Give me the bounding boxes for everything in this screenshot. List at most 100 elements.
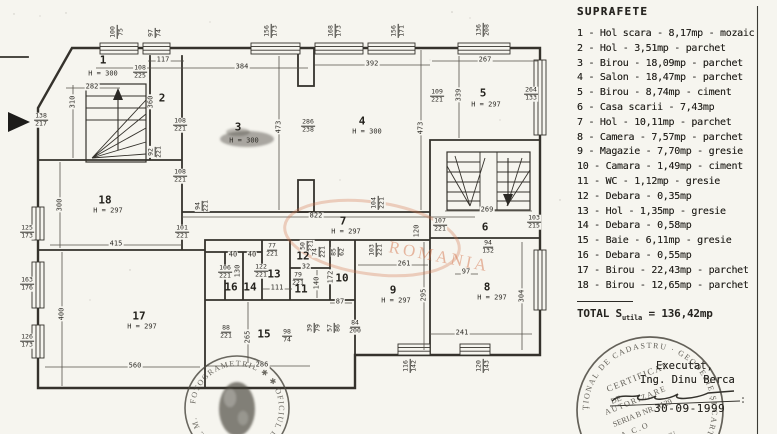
dimension-label: 473 — [416, 120, 425, 136]
room-list-item: 7 - Hol - 10,11mp - parchet — [577, 116, 732, 128]
room-height-label: H = 297 — [381, 296, 411, 305]
room-number: 10 — [335, 271, 349, 285]
scan-speckles — [13, 11, 561, 301]
room-height-label: H = 300 — [88, 69, 118, 78]
room-list-item: 12 - Debara - 0,35mp — [577, 190, 692, 202]
dimension-label: 269 — [479, 205, 495, 214]
room-list-item: 16 - Debara - 0,55mp — [577, 249, 692, 261]
dimension-label: 304 — [517, 288, 526, 304]
room-number: 12 — [296, 249, 310, 263]
entrance-arrow-icon — [8, 112, 30, 132]
stamp-line: DINU — [658, 430, 677, 434]
room-number: 8 — [483, 280, 491, 294]
room-height-label: H = 297 — [127, 322, 157, 331]
dimension-label: 473 — [274, 119, 283, 135]
room-list-item: 13 - Hol - 1,35mp - gresie — [577, 205, 726, 217]
room-list-item: 2 - Hol - 3,51mp - parchet — [577, 42, 726, 54]
room-list-item: 15 - Baie - 6,11mp - gresie — [577, 235, 732, 247]
dimension-label: 40 — [246, 250, 258, 259]
dimension-label: 241 — [454, 328, 470, 337]
room-number: 5 — [479, 86, 487, 100]
room-number: 16 — [224, 280, 238, 294]
room-number: 2 — [158, 91, 166, 105]
dimension-label: 261 — [396, 259, 412, 268]
room-list-item: 5 - Birou - 8,74mp - ciment — [577, 87, 732, 99]
windows — [31, 42, 547, 359]
room-number: 15 — [257, 327, 271, 341]
dimension-label: 310 — [68, 94, 77, 110]
room-list-item: 10 - Camara - 1,49mp - ciment — [577, 161, 743, 173]
room-number: 14 — [243, 280, 257, 294]
room-list-item: 9 - Magazie - 7,70mp - gresie — [577, 146, 743, 158]
dimension-label: 172 — [326, 269, 335, 285]
room-number: 3 — [234, 120, 242, 134]
room-height-label: H = 297 — [93, 206, 123, 215]
room-number: 13 — [267, 267, 281, 281]
dimension-label: 87 — [334, 297, 346, 306]
executed-by-label: Executat, — [656, 360, 713, 372]
room-list: 1 - Hol scara - 8,17mp - mozaic 2 - Hol -… — [577, 27, 763, 293]
engineer-name: Ing. Dinu Berca — [640, 374, 735, 386]
room-list-item: 1 - Hol scara - 8,17mp - mozaic — [577, 28, 755, 39]
dimension-label: 117 — [155, 55, 171, 64]
room-number: 1 — [99, 53, 107, 67]
total-subscript: utila — [621, 314, 643, 323]
total-label: TOTAL S — [577, 307, 622, 321]
dimension-label: 400 — [57, 306, 66, 322]
room-number: 9 — [389, 283, 397, 297]
dimension-label: 111 — [269, 283, 285, 292]
total-value: = 136,42mp — [642, 307, 713, 321]
room-number: 4 — [358, 114, 366, 128]
room-list-item: 14 - Debara - 0,58mp — [577, 220, 692, 232]
room-list-item: 6 - Casa scarii - 7,43mp — [577, 101, 715, 113]
room-height-label: H = 297 — [471, 100, 501, 109]
dimension-label: 384 — [234, 62, 250, 71]
dimension-label: 130 — [233, 263, 242, 279]
signature-scribble — [609, 390, 744, 407]
dimension-label: 97 — [460, 267, 472, 276]
legend-panel: SUPRAFETE 1 - Hol scara - 8,17mp - mozai… — [577, 5, 763, 323]
dimension-label: 40 — [227, 250, 239, 259]
dimension-label: 822 — [308, 211, 324, 220]
dimension-label: 32 — [300, 262, 312, 271]
total-area: TOTAL Sutila = 136,42mp — [577, 307, 763, 322]
dimension-label: 360 — [146, 94, 155, 110]
room-list-item: 3 - Birou - 18,09mp - parchet — [577, 57, 743, 69]
dimension-label: 415 — [108, 239, 124, 248]
staircase-hall — [85, 83, 147, 163]
dimension-label: 265 — [243, 329, 252, 345]
room-height-label: H = 300 — [352, 127, 382, 136]
